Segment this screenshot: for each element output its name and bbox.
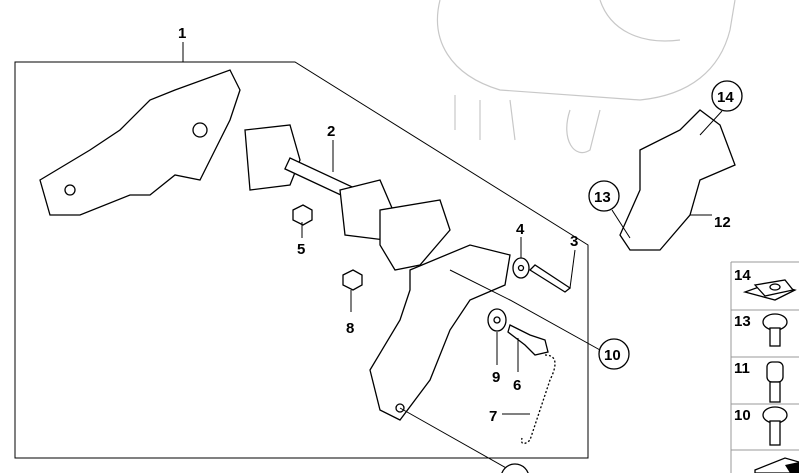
nut-5	[292, 204, 313, 226]
callout-3: 3	[570, 233, 578, 250]
legend-label-14: 14	[734, 267, 751, 284]
spring-7	[520, 354, 556, 445]
callout-9: 9	[492, 369, 500, 386]
nut-8	[342, 269, 363, 291]
legend-label-13: 13	[734, 313, 751, 330]
hardware-legend: 14 13 11 10	[730, 261, 799, 473]
callout-1: 1	[178, 25, 186, 42]
callout-5: 5	[297, 241, 305, 258]
lever-plate	[369, 244, 511, 421]
callout-10: 10	[604, 347, 621, 364]
callout-8: 8	[346, 320, 354, 337]
torx-cap-screw-icon	[766, 361, 784, 403]
pan-head-screw-icon	[762, 313, 788, 347]
bolt-6	[507, 324, 549, 356]
adjust-shaft	[244, 124, 301, 191]
mount-bracket	[39, 69, 241, 216]
callout-4: 4	[516, 221, 525, 238]
callout-6: 6	[513, 377, 521, 394]
callout-12: 12	[714, 214, 731, 231]
callout-13: 13	[594, 189, 611, 206]
bolt-3	[528, 264, 572, 293]
torx-pan-screw-icon	[762, 406, 788, 446]
pad-icon	[754, 457, 799, 473]
assembly-frame	[14, 61, 589, 459]
gear-bracket	[379, 199, 451, 271]
clip-nut-icon	[742, 279, 797, 301]
callout-2: 2	[327, 123, 335, 140]
callout-7: 7	[489, 408, 497, 425]
callout-14: 14	[717, 89, 734, 106]
legend-label-11: 11	[734, 360, 750, 377]
legend-label-10: 10	[734, 407, 751, 424]
seat-ghost-outline	[436, 0, 736, 154]
callout-10-circle	[598, 338, 630, 370]
